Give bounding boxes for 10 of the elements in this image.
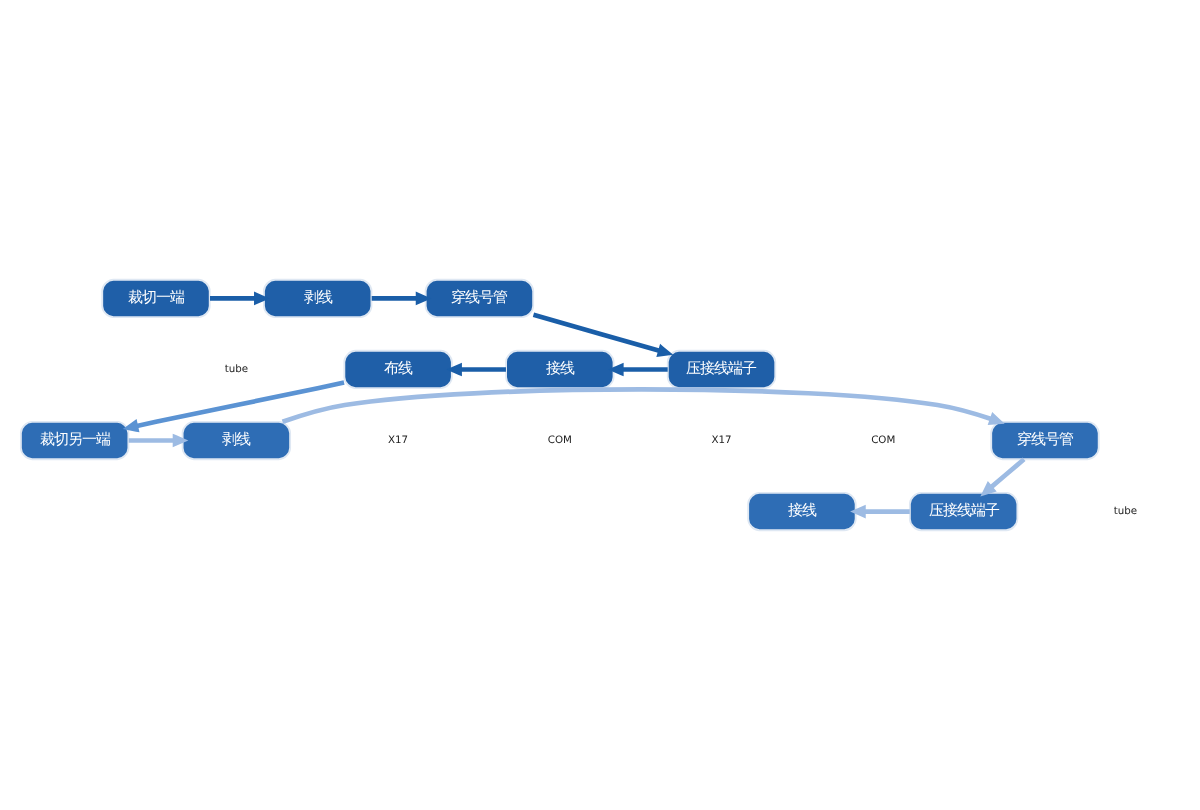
arrow (608, 362, 668, 377)
arrow (532, 312, 674, 358)
arrow (128, 433, 189, 448)
arrow (210, 291, 270, 306)
arrow (281, 387, 1005, 426)
arrow (980, 457, 1026, 497)
arrow (122, 380, 345, 433)
arrow (371, 291, 432, 306)
arrow (446, 362, 506, 377)
arrow (850, 504, 910, 519)
